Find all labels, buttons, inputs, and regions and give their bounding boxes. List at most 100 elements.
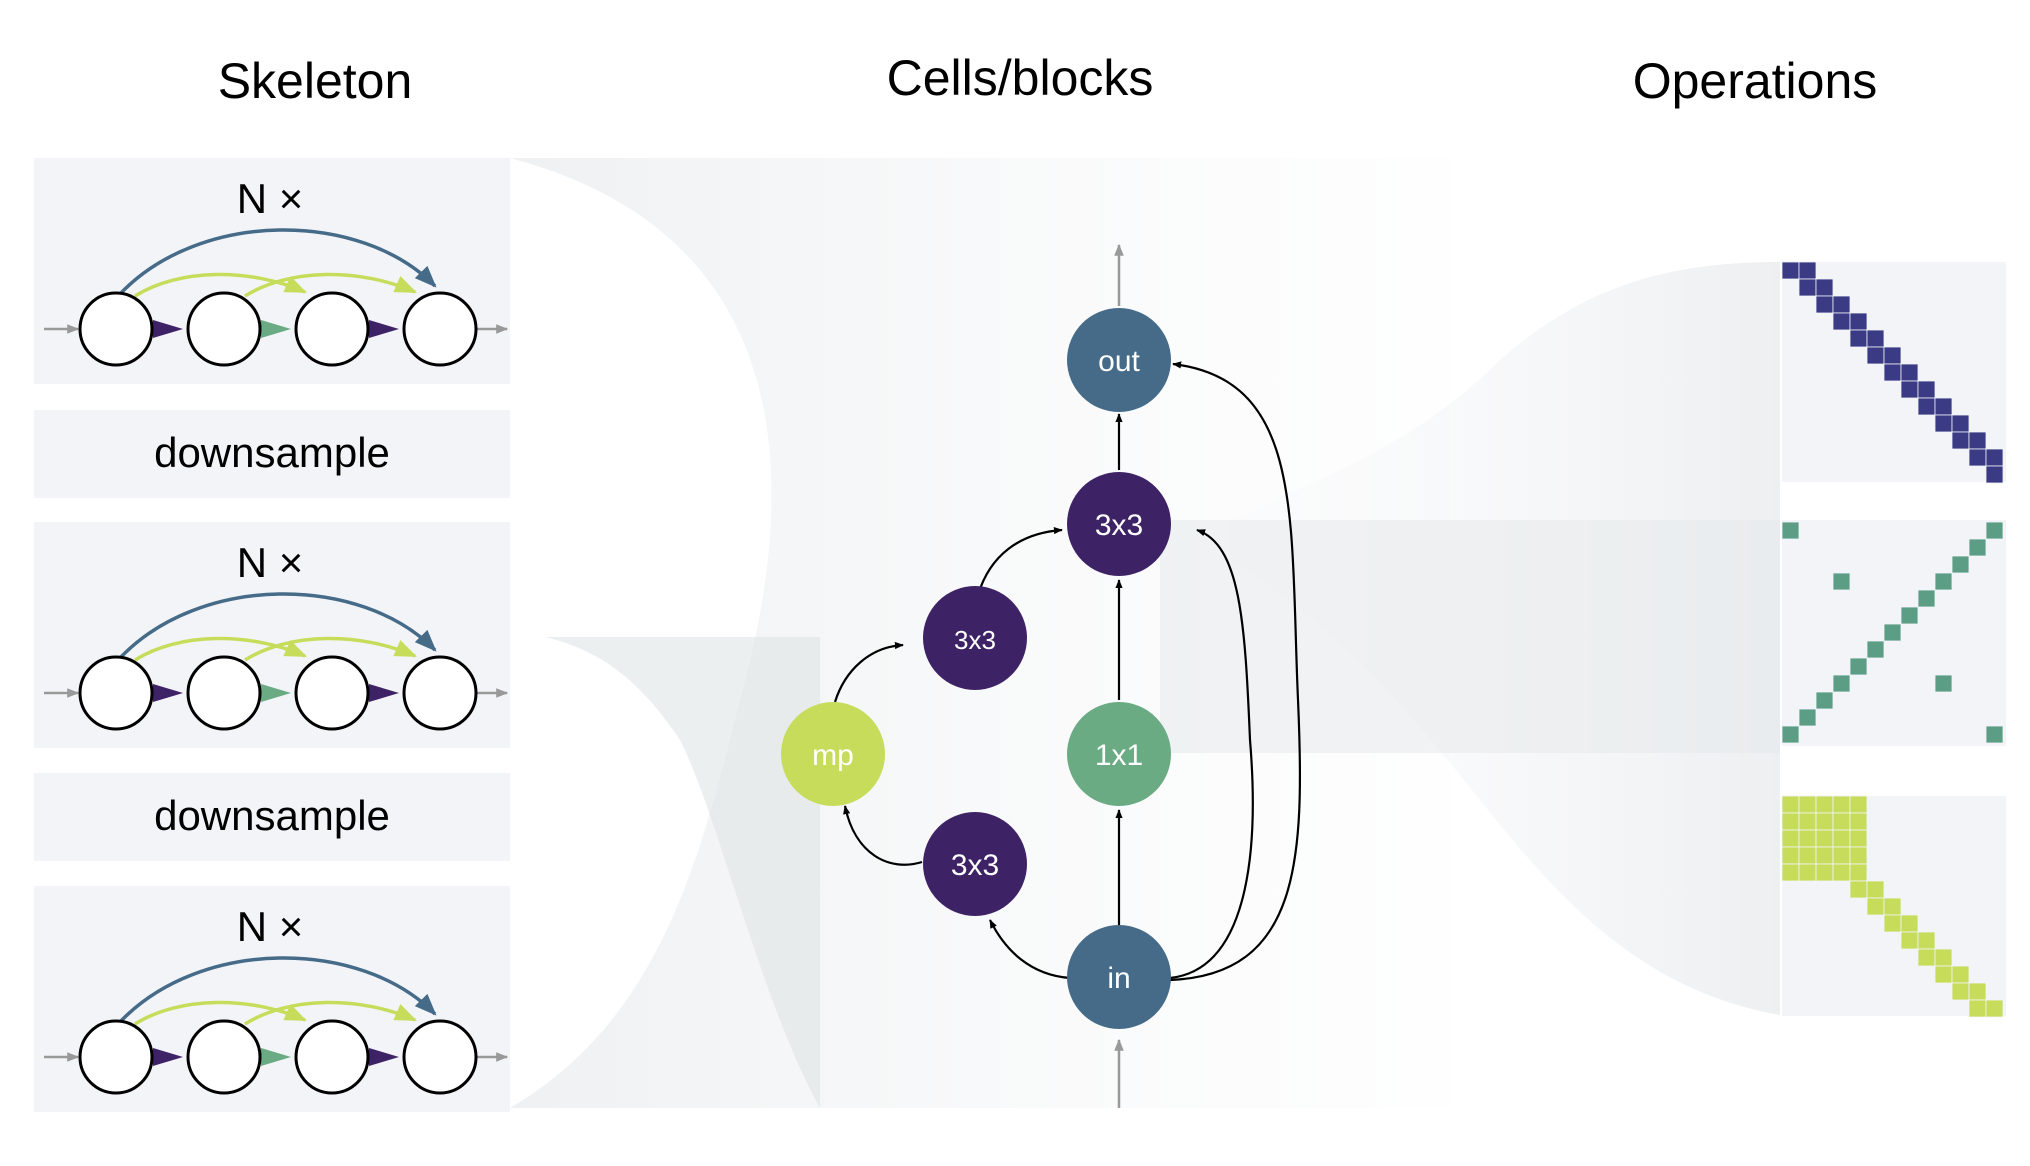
node-conv1x1 (1067, 702, 1171, 806)
operations-column (1781, 261, 2006, 1018)
node-conv3x3-lower (923, 812, 1027, 916)
layer-node (186, 655, 262, 731)
matrix-cell (1934, 572, 1953, 591)
matrix-cell (1798, 795, 1817, 814)
layer-node (294, 291, 370, 367)
arrow-purple (369, 684, 399, 702)
matrix-cell (1832, 312, 1851, 331)
repeat-label: N × (237, 903, 304, 950)
matrix-cell (1798, 829, 1817, 848)
matrix-cell (1883, 363, 1902, 382)
matrix-cell (1866, 897, 1885, 916)
matrix-cell (1832, 846, 1851, 865)
node-conv3x3-upper-label: 3x3 (954, 625, 996, 655)
matrix-cell (1934, 948, 1953, 967)
matrix-cell (1900, 380, 1919, 399)
matrix-cell (1951, 982, 1970, 1001)
matrix-cell (1798, 278, 1817, 297)
matrix-cell (1832, 572, 1851, 591)
edge-in-out-skip (1169, 361, 1302, 982)
matrix-cell (1849, 795, 1868, 814)
skeleton-stage: N × (34, 886, 510, 1112)
node-out (1067, 308, 1171, 412)
arrow-purple (369, 1048, 399, 1066)
edge-3x3-lower-mp (843, 805, 923, 866)
matrix-cell (1815, 295, 1834, 314)
matrix-cell (1883, 346, 1902, 365)
matrix-cell (1934, 397, 1953, 416)
matrix-cell (1917, 397, 1936, 416)
arrow-green (261, 684, 291, 702)
layer-node (402, 655, 478, 731)
edge-mp-3x3-upper (833, 641, 904, 703)
matrix-cell (1798, 261, 1817, 280)
skip-arrow-b (244, 636, 418, 662)
matrix-cell (1866, 346, 1885, 365)
downsample-panel (34, 773, 510, 861)
matrix-cell (1781, 829, 1800, 848)
matrix-cell (1883, 897, 1902, 916)
matrix-cell (1968, 999, 1987, 1018)
matrix-cell (1951, 965, 1970, 984)
matrix-cell (1985, 448, 2004, 467)
skip-arrow-a (134, 636, 308, 662)
layer-node (402, 1019, 478, 1095)
matrix-cell (1866, 880, 1885, 899)
edge-in-3x3-lower (989, 919, 1071, 980)
cell-graph: out 3x3 3x3 mp 1x1 3x3 in (781, 243, 1302, 1108)
layer-node (186, 291, 262, 367)
matrix-cell (1832, 795, 1851, 814)
matrix-cell (1781, 795, 1800, 814)
matrix-cell (1815, 795, 1834, 814)
matrix-cell (1900, 914, 1919, 933)
node-conv3x3-upper (923, 586, 1027, 690)
node-maxpool-label: mp (812, 739, 854, 772)
matrix-cell (1815, 278, 1834, 297)
cells-heading: Cells/blocks (887, 50, 1154, 106)
skeleton-heading: Skeleton (218, 53, 413, 109)
layer-node (78, 291, 154, 367)
node-input-label: in (1107, 962, 1130, 995)
matrix-cell (1832, 295, 1851, 314)
matrix-cell (1866, 329, 1885, 348)
matrix-cell (1832, 812, 1851, 831)
skeleton-stage: N × (34, 158, 510, 384)
skeleton-stage: N × (34, 522, 510, 748)
arrow-green (261, 1048, 291, 1066)
downsample-label: downsample (154, 429, 390, 476)
fan-skeleton-mid (545, 637, 820, 1108)
matrix-cell (1849, 863, 1868, 882)
skip-arrow-a (134, 1000, 308, 1026)
skip-arrow-long (118, 592, 437, 660)
matrix-cell (1951, 555, 1970, 574)
matrix-cell (1798, 812, 1817, 831)
matrix-cell (1849, 312, 1868, 331)
edge-3x3-upper-3x3 (976, 526, 1063, 596)
matrix-cell (1815, 846, 1834, 865)
matrix-cell (1900, 363, 1919, 382)
matrix-cell (1815, 691, 1834, 710)
matrix-cell (1934, 674, 1953, 693)
matrix-cell (1917, 948, 1936, 967)
layer-node (402, 291, 478, 367)
matrix-cell (1900, 606, 1919, 625)
operations-heading: Operations (1633, 53, 1878, 109)
matrix-cell (1849, 829, 1868, 848)
skip-arrow-b (244, 1000, 418, 1026)
matrix-cell (1849, 846, 1868, 865)
matrix-cell (1849, 880, 1868, 899)
matrix-cell (1849, 657, 1868, 676)
matrix-cell (1985, 725, 2004, 744)
matrix-cell (1781, 863, 1800, 882)
matrix-cell (1832, 863, 1851, 882)
skip-arrow-long (118, 956, 437, 1024)
matrix-cell (1781, 521, 1800, 540)
matrix-cell (1866, 640, 1885, 659)
skip-arrow-long (118, 228, 437, 296)
matrix-cell (1798, 846, 1817, 865)
matrix-cell (1849, 329, 1868, 348)
matrix-cell (1968, 448, 1987, 467)
node-out-label: out (1098, 345, 1140, 378)
node-conv3x3-top-label: 3x3 (1095, 509, 1143, 542)
